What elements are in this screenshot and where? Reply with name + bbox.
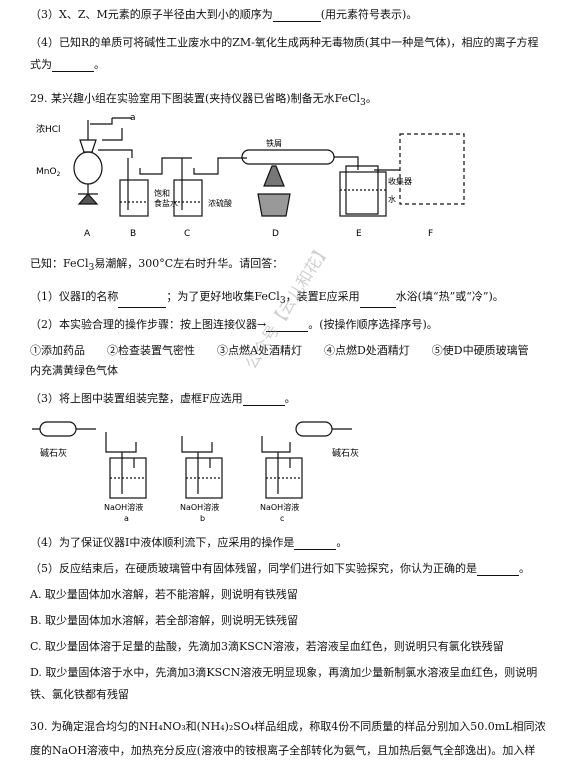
- q29-part3: （3）将上图中装置组装完整，虚框F应选用。: [30, 392, 296, 406]
- q29-part2: （2）本实验合理的操作步骤：按上图连接仪器→。(按操作顺序选择序号)。: [30, 318, 438, 332]
- svg-text:碱石灰: 碱石灰: [40, 447, 67, 459]
- svg-text:浓硫酸: 浓硫酸: [208, 198, 232, 208]
- f-options-diagram: 碱石灰 碱石灰 NaOH溶液 NaOH溶液 NaOH溶液 a b c: [32, 421, 359, 522]
- q29-options: ①添加药品 ②检查装置气密性 ③点燃A处酒精灯 ④点燃D处酒精灯 ⑤使D中硬质玻…: [30, 344, 529, 357]
- answer-blank[interactable]: [294, 537, 337, 550]
- answer-blank[interactable]: [242, 393, 285, 406]
- q30-line2: 度的NaOH溶液中，加热充分反应(溶液中的铵根离子全部转化为氨气，且加热后氨气全…: [30, 744, 536, 757]
- svg-text:F: F: [428, 229, 433, 239]
- option-c: C. 取少量固体溶于足量的盐酸，先滴加3滴KSCN溶液，若溶液呈血红色，则说明只…: [30, 640, 504, 653]
- svg-text:c: c: [280, 514, 284, 522]
- option-b: B. 取少量固体加水溶解，若全部溶解，则说明无铁残留: [30, 614, 299, 627]
- answer-blank[interactable]: [266, 319, 309, 332]
- svg-text:C: C: [184, 229, 190, 239]
- q29-known: 已知：FeCl3易潮解，300°C左右时升华。请回答：: [30, 257, 284, 274]
- svg-text:NaOH溶液: NaOH溶液: [180, 502, 219, 512]
- answer-blank[interactable]: [118, 295, 167, 309]
- answer-blank[interactable]: [272, 9, 321, 22]
- svg-text:E: E: [356, 229, 362, 239]
- svg-text:MnO2: MnO2: [36, 167, 61, 178]
- svg-text:D: D: [272, 229, 279, 239]
- svg-text:碱石灰: 碱石灰: [332, 447, 359, 459]
- svg-text:NaOH溶液: NaOH溶液: [104, 502, 143, 512]
- q28-part4: （4）已知R的单质可将碱性工业废水中的ZM-氧化生成两种无毒物质(其中一种是气体…: [30, 36, 539, 49]
- svg-text:铁屑: 铁屑: [266, 138, 282, 148]
- svg-text:浓HCl: 浓HCl: [36, 124, 61, 135]
- q30-line1: 30. 为确定混合均匀的NH₄NO₃和(NH₄)₂SO₄样品组成，称取4份不同质…: [30, 720, 546, 733]
- q28-part4-cont: 式为。: [30, 58, 105, 72]
- q29-part5: （5）反应结束后，在硬质玻璃管中有固体残留，同学们进行如下实验探究，你认为正确的…: [30, 562, 530, 576]
- svg-text:a: a: [130, 113, 136, 123]
- svg-text:A: A: [84, 229, 91, 239]
- answer-blank[interactable]: [52, 59, 94, 72]
- svg-text:NaOH溶液: NaOH溶液: [260, 502, 299, 512]
- svg-text:收集器: 收集器: [388, 176, 412, 186]
- svg-text:B: B: [130, 229, 136, 239]
- svg-text:b: b: [200, 514, 205, 522]
- option-d: D. 取少量固体溶于水中，先滴加3滴KSCN溶液无明显现象，再滴加少量新制氯水溶…: [30, 666, 538, 679]
- q29-part4: （4）为了保证仪器I中液体顺利流下，应采用的操作是。: [30, 536, 348, 550]
- answer-blank[interactable]: [477, 563, 519, 576]
- apparatus-diagram: 浓HCl a MnO2 饱和 食盐水 浓硫酸 铁屑 收集器 水 A B C D …: [36, 113, 465, 239]
- svg-text:食盐水: 食盐水: [154, 198, 178, 208]
- svg-text:a: a: [124, 514, 129, 522]
- q29-title: 29. 某兴趣小组在实验室用下图装置(夹持仪器已省略)制备无水FeCl3。: [30, 92, 377, 109]
- q29-options-cont: 内充满黄绿色气体: [30, 364, 118, 377]
- q28-part3: （3）X、Z、M元素的原子半径由大到小的顺序为(用元素符号表示)。: [30, 8, 418, 22]
- answer-blank[interactable]: [359, 295, 396, 309]
- option-a: A. 取少量固体加水溶解，若不能溶解，则说明有铁残留: [30, 588, 298, 601]
- q29-part1: （1）仪器I的名称；为了更好地收集FeCl3，装置E应采用水浴(填“热”或“冷”…: [30, 290, 504, 309]
- svg-text:水: 水: [388, 194, 396, 204]
- svg-text:饱和: 饱和: [154, 188, 170, 198]
- option-d-cont: 铁、氯化铁都有残留: [30, 688, 129, 701]
